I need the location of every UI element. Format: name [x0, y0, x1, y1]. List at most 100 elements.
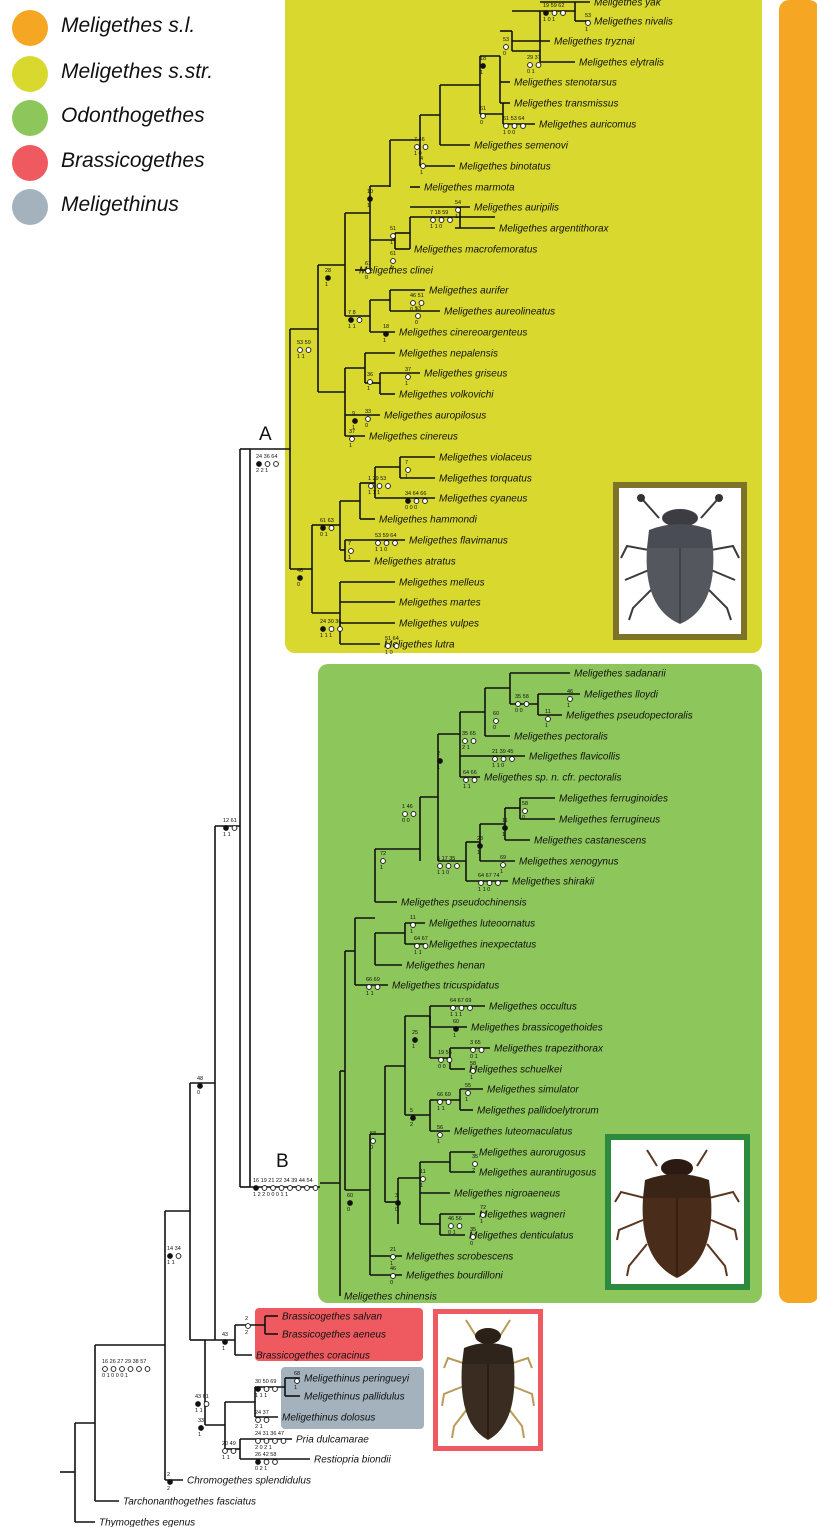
character-bottom-label: 1 [420, 170, 423, 176]
character-top-label: 56 [437, 1125, 443, 1131]
character-state-marker [423, 145, 428, 150]
character-top-label: 43 [222, 1332, 228, 1338]
taxon-label: Meligethes tryznai [554, 37, 635, 48]
character-state-marker [298, 576, 303, 581]
taxon-label: Meligethes auropilosus [384, 411, 486, 422]
beetle-icon [619, 488, 741, 634]
taxon-label: Meligethes lloydi [584, 690, 659, 701]
character-bottom-label: 1 [585, 27, 588, 33]
character-state-marker [367, 985, 372, 990]
taxon-label: Meligethes melleus [399, 578, 485, 589]
character-state-marker [504, 45, 509, 50]
character-bottom-label: 0 [503, 51, 506, 57]
character-top-label: 21 [390, 1247, 396, 1253]
character-top-label: 7 [405, 460, 408, 466]
character-state-marker [368, 380, 373, 385]
character-top-label: 66 69 [437, 1092, 451, 1098]
character-top-label: 24 37 [255, 1410, 269, 1416]
character-state-marker [510, 757, 515, 762]
character-state-marker [455, 864, 460, 869]
character-state-marker [438, 1100, 443, 1105]
character-bottom-label: 0 1 [527, 69, 535, 75]
character-state-marker [403, 812, 408, 817]
character-bottom-label: 1 [383, 338, 386, 344]
character-state-marker [391, 259, 396, 264]
character-top-label: 58 [470, 1061, 476, 1067]
character-top-label: 35 [470, 1227, 476, 1233]
character-bottom-label: 1 [410, 929, 413, 935]
character-top-label: 12 61 [223, 818, 237, 824]
character-bottom-label: 2 [245, 1330, 248, 1336]
character-top-label: 51 64 [385, 636, 399, 642]
character-state-marker [376, 541, 381, 546]
character-bottom-label: 1 [405, 474, 408, 480]
character-bottom-label: 1 1 [222, 1455, 230, 1461]
character-top-label: 3 65 [470, 1040, 481, 1046]
character-state-marker [481, 114, 486, 119]
character-bottom-label: 0 [297, 582, 300, 588]
taxon-label: Meligethes sadanarii [574, 669, 666, 680]
taxon-label: Meligethes cinereus [369, 432, 458, 443]
taxon-label: Meligethes flavimanus [409, 536, 508, 547]
character-bottom-label: 2 [410, 1122, 413, 1128]
character-state-marker [313, 1186, 318, 1191]
taxon-label: Meligethes vulpes [399, 619, 479, 630]
character-state-marker [546, 717, 551, 722]
taxon-label: Meligethes cinereoargenteus [399, 328, 527, 339]
taxon-label: Meligethinus dolosus [282, 1413, 375, 1424]
character-state-marker [493, 757, 498, 762]
character-bottom-label: 0 [197, 1090, 200, 1096]
taxon-label: Meligethes flavicollis [529, 752, 620, 763]
character-top-label: 5 17 35 [437, 856, 455, 862]
character-bottom-label: 1 [500, 869, 503, 875]
character-top-label: 11 [502, 818, 508, 824]
character-state-marker [326, 276, 331, 281]
character-bottom-label: 1 1 1 [368, 490, 380, 496]
character-state-marker [544, 11, 549, 16]
character-top-label: 55 [465, 1083, 471, 1089]
character-state-marker [386, 484, 391, 489]
taxon-label: Meligethes auripilis [474, 203, 559, 214]
character-state-marker [274, 462, 279, 467]
character-top-label: 2 [245, 1316, 248, 1322]
beetle-icon [438, 1314, 538, 1446]
character-state-marker [271, 1186, 276, 1191]
character-top-label: 46 56 [448, 1216, 462, 1222]
character-state-marker [256, 1460, 261, 1465]
character-state-marker [394, 644, 399, 649]
character-top-label: 3 [395, 1193, 398, 1199]
legend-label: Brassicogethes [61, 149, 205, 173]
character-top-label: 7 8 [348, 310, 356, 316]
character-bottom-label: 1 [222, 1346, 225, 1352]
character-state-marker [391, 1274, 396, 1279]
character-bottom-label: 1 1 0 [430, 224, 442, 230]
character-bottom-label: 1 [477, 850, 480, 856]
character-state-marker [396, 1201, 401, 1206]
character-top-label: 24 31 36 47 [255, 1431, 284, 1437]
taxon-label: Meligethes schuelkei [469, 1065, 563, 1076]
character-state-marker [536, 63, 541, 68]
taxon-label: Meligethes nivalis [594, 17, 673, 28]
character-state-marker [468, 1006, 473, 1011]
character-state-marker [464, 778, 469, 783]
character-top-label: 35 [472, 1154, 478, 1160]
character-state-marker [349, 549, 354, 554]
character-state-marker [357, 318, 362, 323]
character-state-marker [391, 234, 396, 239]
character-top-label: 58 [370, 1131, 376, 1137]
character-bottom-label: 1 [380, 865, 383, 871]
taxon-label: Meligethes denticulatus [469, 1231, 574, 1242]
character-bottom-label: 1 [545, 723, 548, 729]
taxon-label: Meligethes aurifer [429, 286, 509, 297]
character-state-marker [451, 1006, 456, 1011]
character-bottom-label: 0 [390, 1280, 393, 1286]
taxon-label: Meligethes inexpectatus [429, 940, 536, 951]
character-top-label: 54 [455, 200, 461, 206]
character-state-marker [256, 1439, 261, 1444]
character-bottom-label: 0 [522, 815, 525, 821]
character-state-marker [321, 526, 326, 531]
character-bottom-label: 1 1 0 [437, 870, 449, 876]
character-bottom-label: 0 [365, 423, 368, 429]
taxon-label: Meligethes argentithorax [499, 224, 610, 235]
character-bottom-label: 1 [567, 703, 570, 709]
